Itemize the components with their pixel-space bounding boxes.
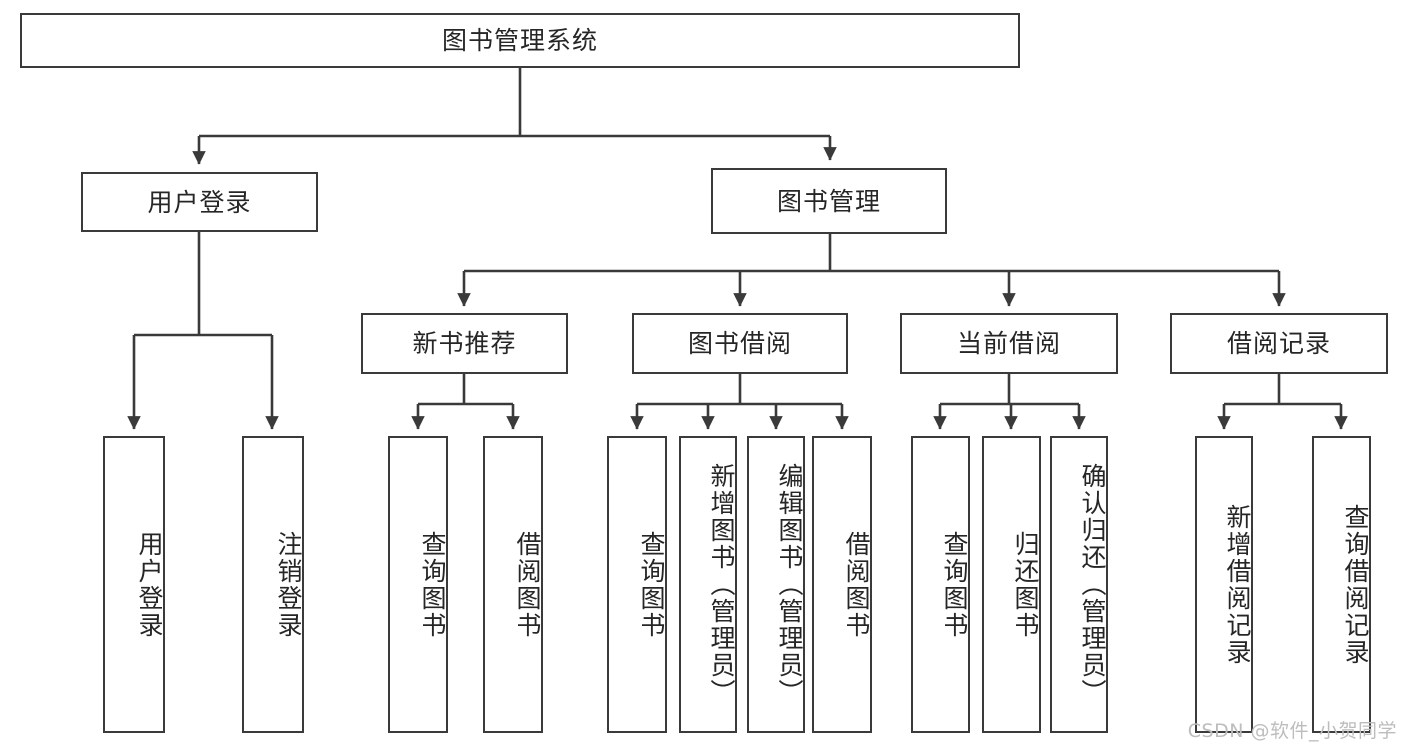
node-label: 新书推荐: [412, 329, 517, 358]
node-root-system[interactable]: 图书管理系统: [20, 13, 1020, 68]
node-label: 归还图书: [1011, 530, 1040, 639]
leaf-edit-book-admin[interactable]: 编辑图书（管理员）: [747, 436, 805, 733]
node-label: 借阅图书: [513, 530, 542, 639]
leaf-add-book-admin[interactable]: 新增图书（管理员）: [679, 436, 737, 733]
csdn-watermark: CSDN @软件_小贺同学: [1187, 720, 1397, 742]
node-label: 查询图书: [637, 530, 666, 639]
node-book-borrow[interactable]: 图书借阅: [632, 313, 848, 374]
node-label: 查询借阅记录: [1341, 503, 1370, 666]
node-label: 图书管理: [776, 186, 881, 216]
node-new-book-recommend[interactable]: 新书推荐: [361, 313, 568, 374]
leaf-query-book-borrow[interactable]: 查询图书: [607, 436, 667, 733]
node-label: 借阅记录: [1226, 329, 1331, 358]
leaf-borrow-book-recommend[interactable]: 借阅图书: [483, 436, 543, 733]
leaf-query-book-recommend[interactable]: 查询图书: [388, 436, 448, 733]
leaf-confirm-return-admin[interactable]: 确认归还（管理员）: [1050, 436, 1108, 733]
node-label: 图书管理系统: [441, 26, 598, 55]
node-label: 注销登录: [274, 530, 303, 639]
leaf-return-book[interactable]: 归还图书: [982, 436, 1041, 733]
leaf-borrow-book-borrow[interactable]: 借阅图书: [812, 436, 872, 733]
node-user-login[interactable]: 用户登录: [81, 172, 318, 232]
leaf-query-borrow-record[interactable]: 查询借阅记录: [1312, 436, 1371, 733]
leaf-query-book-current[interactable]: 查询图书: [911, 436, 970, 733]
leaf-add-borrow-record[interactable]: 新增借阅记录: [1195, 436, 1253, 733]
node-label: 用户登录: [147, 187, 252, 217]
node-label: 查询图书: [418, 530, 447, 639]
node-label: 确认归还（管理员）: [1078, 463, 1107, 706]
leaf-logout[interactable]: 注销登录: [242, 436, 304, 733]
node-label: 新增借阅记录: [1223, 503, 1252, 666]
node-label: 查询图书: [940, 530, 969, 639]
node-label: 新增图书（管理员）: [707, 463, 736, 706]
node-label: 借阅图书: [842, 530, 871, 639]
node-label: 图书借阅: [687, 329, 792, 358]
node-label: 当前借阅: [956, 329, 1061, 358]
node-label: 用户登录: [135, 530, 164, 639]
node-current-borrow[interactable]: 当前借阅: [900, 313, 1118, 374]
node-borrow-record[interactable]: 借阅记录: [1170, 313, 1388, 374]
node-book-manage[interactable]: 图书管理: [711, 168, 947, 234]
leaf-user-login[interactable]: 用户登录: [103, 436, 165, 733]
node-label: 编辑图书（管理员）: [775, 463, 804, 706]
